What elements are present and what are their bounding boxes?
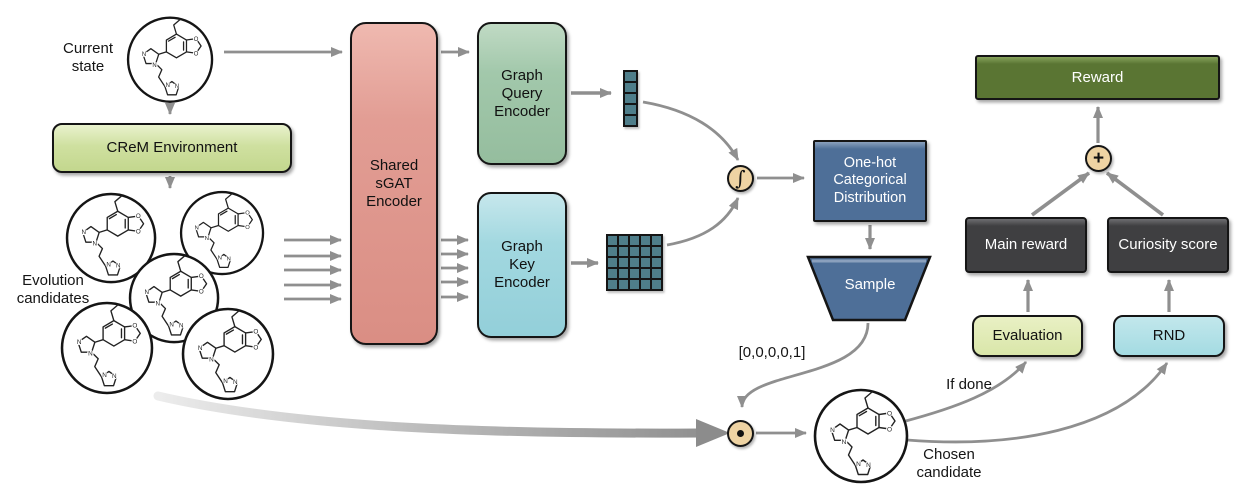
memory-cell [652,236,661,245]
memory-cell [641,247,650,256]
graph-query-encoder-box: Graph Query Encoder [477,22,567,165]
memory-cell [630,258,639,267]
memory-cell [608,258,617,267]
memory-cell [608,280,617,289]
memory-cell [625,72,636,81]
rnd-box: RND [1113,315,1225,357]
memory-cell [652,269,661,278]
graph-key-encoder-label: Graph Key Encoder [494,238,550,291]
memory-cell [625,105,636,114]
memory-cell [652,247,661,256]
memory-cell [608,269,617,278]
onehot-vector-label: [0,0,0,0,1] [738,344,806,361]
arrow-vector-to-attention [642,100,740,161]
dot-icon [737,430,744,437]
onehot-distribution-box: One-hot Categorical Distribution [813,140,927,222]
reward-box: Reward [975,55,1220,100]
molecule-chosen-candidate [813,388,909,484]
molecule-candidate-4 [60,301,154,395]
chosen-candidate-label: Chosen candidate [916,446,982,481]
memory-cell [652,258,661,267]
crem-environment-box: CReM Environment [52,123,292,173]
arrow-sample-to-select [737,322,870,408]
memory-cell [625,83,636,92]
memory-cell [619,269,628,278]
sample-trapezoid [806,255,932,322]
memory-cell [619,236,628,245]
arrow-matrix-to-attention [666,197,740,247]
evaluation-box: Evaluation [972,315,1083,357]
arrow-mainreward-to-sum [1030,171,1091,217]
arrow-candidates-to-select [153,391,705,438]
arrow-curiosity-to-sum [1105,171,1165,217]
memory-cell [641,280,650,289]
key-embedding-matrix [606,234,663,291]
memory-cell [641,269,650,278]
if-done-label: If done [946,376,992,393]
memory-cell [608,236,617,245]
elementwise-select-operator-icon [727,420,754,447]
main-reward-box: Main reward [965,217,1087,273]
shared-sgat-encoder-label: Shared sGAT Encoder [366,156,422,210]
evolution-candidates-label: Evolution candidates [16,272,90,307]
memory-cell [641,236,650,245]
molecule-candidate-5 [181,307,275,401]
memory-cell [630,269,639,278]
graph-key-encoder-box: Graph Key Encoder [477,192,567,338]
curiosity-score-box: Curiosity score [1107,217,1229,273]
arrowhead-candidates-to-select [696,419,730,447]
shared-sgat-encoder-box: Shared sGAT Encoder [350,22,438,345]
sample-label: Sample [844,276,896,293]
current-state-label: Current state [62,40,114,75]
graph-query-encoder-label: Graph Query Encoder [494,66,550,120]
query-embedding-vector [623,70,638,127]
memory-cell [608,247,617,256]
molecule-current-state [126,16,214,103]
onehot-distribution-label: One-hot Categorical Distribution [833,154,907,206]
memory-cell [630,236,639,245]
arrow-chosen-to-rnd [906,362,1169,444]
memory-cell [641,258,650,267]
memory-cell [652,280,661,289]
memory-cell [630,280,639,289]
arrow-chosen-to-evaluation [901,361,1028,424]
sum-operator-icon: + [1085,145,1112,172]
memory-cell [619,247,628,256]
attention-operator-icon: ∫ [727,165,754,192]
memory-cell [619,280,628,289]
memory-cell [625,116,636,125]
memory-cell [625,94,636,103]
memory-cell [630,247,639,256]
memory-cell [619,258,628,267]
arrows [165,47,1174,444]
